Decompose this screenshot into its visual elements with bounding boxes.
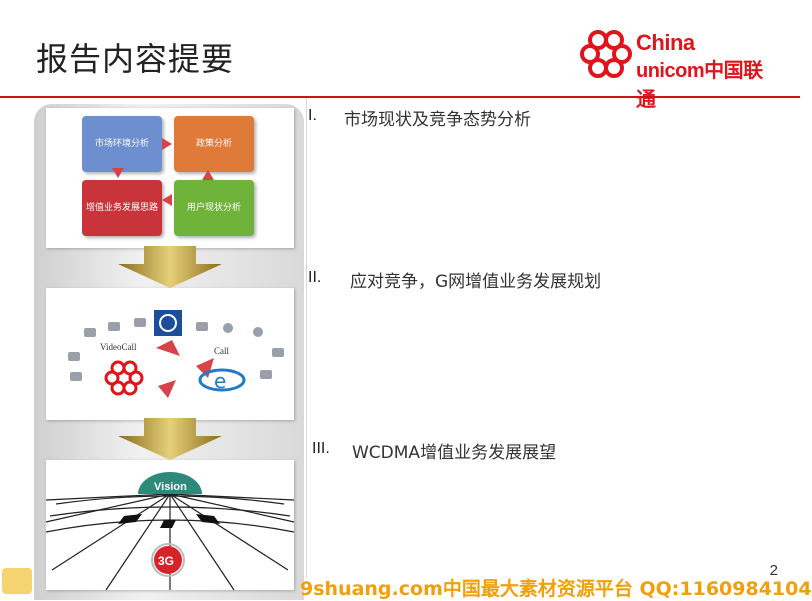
agenda-item-2: 应对竞争，G网增值业务发展规划 bbox=[350, 272, 602, 292]
services-illustration: e VideoCall Call bbox=[68, 310, 284, 398]
china-unicom-logo: China unicom中国联通 bbox=[578, 26, 778, 111]
videocall-label: VideoCall bbox=[100, 342, 137, 352]
watermark-text: 9shuang.com中国最大素材资源平台 QQ:1160984104 bbox=[300, 578, 812, 600]
cycle-arrows bbox=[112, 138, 214, 206]
agenda-item-3: WCDMA增值业务发展展望 bbox=[352, 443, 557, 463]
quad-user-analysis: 用户现状分析 bbox=[174, 180, 254, 236]
quad-vas-strategy: 增值业务发展思路 bbox=[82, 180, 162, 236]
china-telecom-logo: e bbox=[198, 368, 246, 393]
down-arrow-icon bbox=[118, 418, 222, 460]
badge-3g-label: 3G bbox=[158, 554, 174, 568]
watermark-logo bbox=[2, 568, 32, 594]
china-mobile-logo bbox=[154, 310, 182, 336]
logo-line-2: unicom中国联通 bbox=[636, 60, 763, 111]
arrow-up-icon bbox=[112, 168, 124, 178]
unicom-knot-icon bbox=[580, 30, 632, 78]
arrow-left-icon bbox=[162, 194, 172, 206]
svg-text:e: e bbox=[214, 369, 226, 393]
agenda-num-1: I. bbox=[308, 107, 317, 124]
agenda-num-2: II. bbox=[308, 269, 322, 286]
vertical-divider bbox=[306, 98, 307, 578]
vision-dome bbox=[138, 472, 202, 494]
unicom-knot-icon bbox=[104, 360, 144, 396]
agenda-num-3: III. bbox=[312, 440, 330, 457]
agenda-item-1: 市场现状及竞争态势分析 bbox=[344, 110, 531, 130]
badge-3g-icon bbox=[154, 546, 182, 574]
arrow-down-icon bbox=[202, 170, 214, 180]
call-label: Call bbox=[214, 346, 229, 356]
down-arrow-icon bbox=[118, 246, 222, 288]
page-number: 2 bbox=[769, 562, 778, 579]
slide-title: 报告内容提要 bbox=[36, 40, 235, 78]
vision-label: Vision bbox=[154, 481, 187, 493]
quad-policy-analysis: 政策分析 bbox=[174, 116, 254, 172]
arrow-right-icon bbox=[162, 138, 172, 150]
header-divider bbox=[0, 96, 800, 98]
quad-market-analysis: 市场环境分析 bbox=[82, 116, 162, 172]
logo-line-1: China bbox=[636, 30, 695, 55]
vision-illustration: Vision 3G bbox=[45, 472, 295, 591]
